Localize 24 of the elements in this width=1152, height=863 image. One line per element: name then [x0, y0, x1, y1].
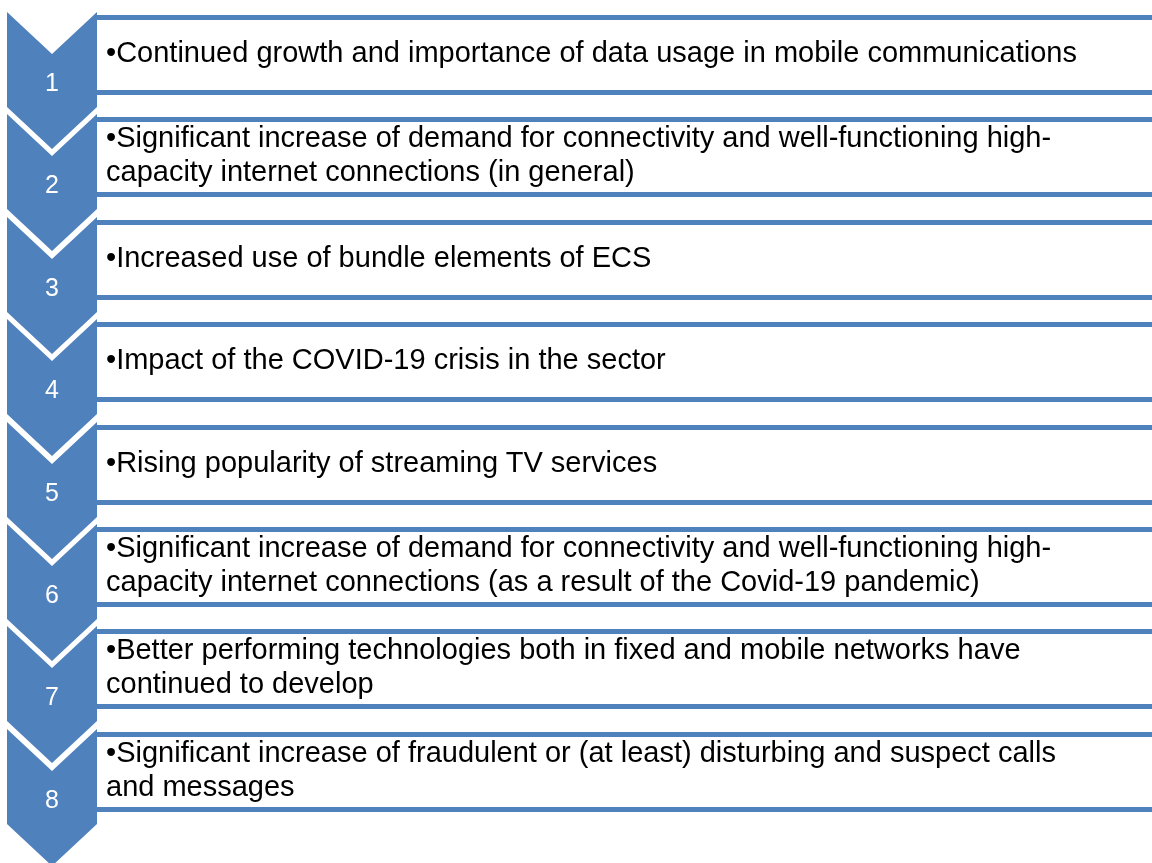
list-item-box — [97, 731, 1152, 812]
step-number: 3 — [44, 272, 60, 302]
item-text: •Continued growth and importance of data usage in mobile communications — [106, 35, 1077, 69]
list-item-box — [97, 219, 1152, 300]
list-item-box — [97, 15, 1152, 95]
step-number: 5 — [44, 477, 60, 507]
item-text: •Increased use of bundle elements of ECS — [106, 239, 652, 274]
item-text: •Significant increase of fraudulent or (at least) disturbing and suspect calls and messages — [106, 734, 1057, 803]
item-text: •Rising popularity of streaming TV services — [106, 444, 658, 479]
list-item-box — [97, 117, 1152, 198]
list-item-box — [97, 424, 1152, 505]
step-number: 8 — [44, 784, 60, 814]
step-number: 1 — [44, 68, 60, 97]
item-text: •Significant increase of demand for connectivity and well-functioning high-capacity internet connections (in general) — [106, 120, 1053, 189]
list-item-box — [97, 322, 1152, 403]
list-item-box — [97, 629, 1152, 710]
item-text: •Significant increase of demand for connectivity and well-functioning high-capacity internet connections (as a result of the Covid-19 pandemic) — [106, 530, 1053, 598]
item-text: •Better performing technologies both in fixed and mobile networks have continued to develop — [106, 632, 1022, 701]
step-number: 4 — [44, 375, 60, 405]
item-text: •Impact of the COVID-19 crisis in the sector — [106, 342, 666, 377]
step-number: 2 — [44, 170, 60, 200]
list-item-box — [97, 527, 1152, 607]
step-number: 6 — [44, 580, 60, 609]
step-number: 7 — [44, 682, 60, 712]
